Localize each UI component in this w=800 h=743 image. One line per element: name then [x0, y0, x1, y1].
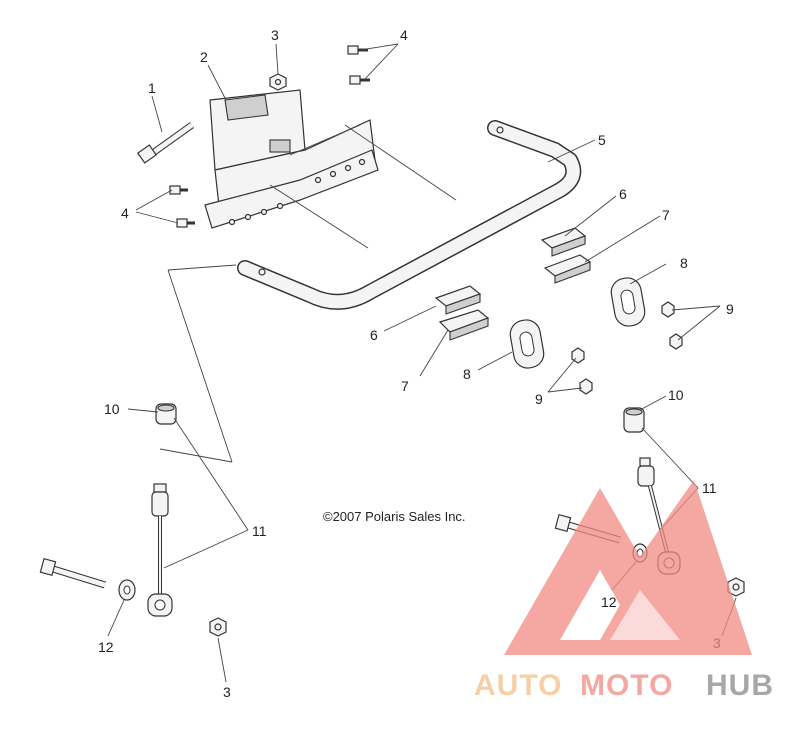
bolt-1: [136, 122, 195, 164]
automotohub-watermark: AUTO MOTO HUB: [474, 480, 774, 702]
watermark-hub: HUB: [706, 669, 774, 702]
watermark-auto: AUTO: [474, 669, 562, 702]
callout-8-left: 8: [463, 366, 471, 382]
callout-11-right: 11: [702, 480, 717, 496]
mounting-bracket: [204, 89, 379, 229]
callout-3-bottom-left: 3: [223, 684, 231, 700]
callout-6-right: 6: [619, 186, 627, 202]
callout-3-top: 3: [271, 27, 279, 43]
callout-11-left: 11: [252, 523, 267, 539]
callout-7-left: 7: [401, 378, 409, 394]
callout-1: 1: [148, 80, 156, 96]
bushing-6-right: [540, 227, 587, 257]
callout-4-left: 4: [121, 205, 129, 221]
bolt-washer-12-left: [39, 557, 136, 601]
clamp-8-left: [509, 319, 545, 369]
callout-9-left: 9: [535, 391, 543, 407]
watermark-moto: MOTO: [580, 669, 673, 702]
bushing-7-right: [543, 254, 592, 284]
link-rod-11-left: [147, 483, 173, 617]
callout-2: 2: [200, 49, 208, 65]
clamp-8-right: [610, 277, 646, 327]
callout-9-right: 9: [726, 301, 734, 317]
callout-5: 5: [598, 132, 606, 148]
callout-12-right: 12: [601, 594, 617, 610]
nut-3-bottom-left: [209, 617, 227, 637]
stabilizer-bar: [237, 120, 582, 310]
callout-12-left: 12: [98, 639, 114, 655]
bolts-4-top: [347, 45, 370, 85]
bushing-10-right: [623, 407, 645, 433]
callout-4-top: 4: [400, 27, 408, 43]
callout-7-right: 7: [662, 207, 670, 223]
nut-3-top: [269, 73, 287, 91]
bushing-10-left: [155, 403, 177, 425]
triangle-logo-icon: [504, 480, 752, 655]
callout-10-right: 10: [668, 387, 684, 403]
bushing-7-left: [438, 309, 490, 341]
callout-10-left: 10: [104, 401, 120, 417]
callout-numbers: 1 2 3 4 4 5 6 7 6 7 8 8 9 9 10 10 11 11 …: [98, 27, 734, 700]
copyright-notice: ©2007 Polaris Sales Inc.: [323, 509, 466, 524]
bushing-6-left: [434, 285, 482, 315]
callout-8-right: 8: [680, 255, 688, 271]
bolts-4-left: [169, 185, 195, 228]
callout-6-left: 6: [370, 327, 378, 343]
